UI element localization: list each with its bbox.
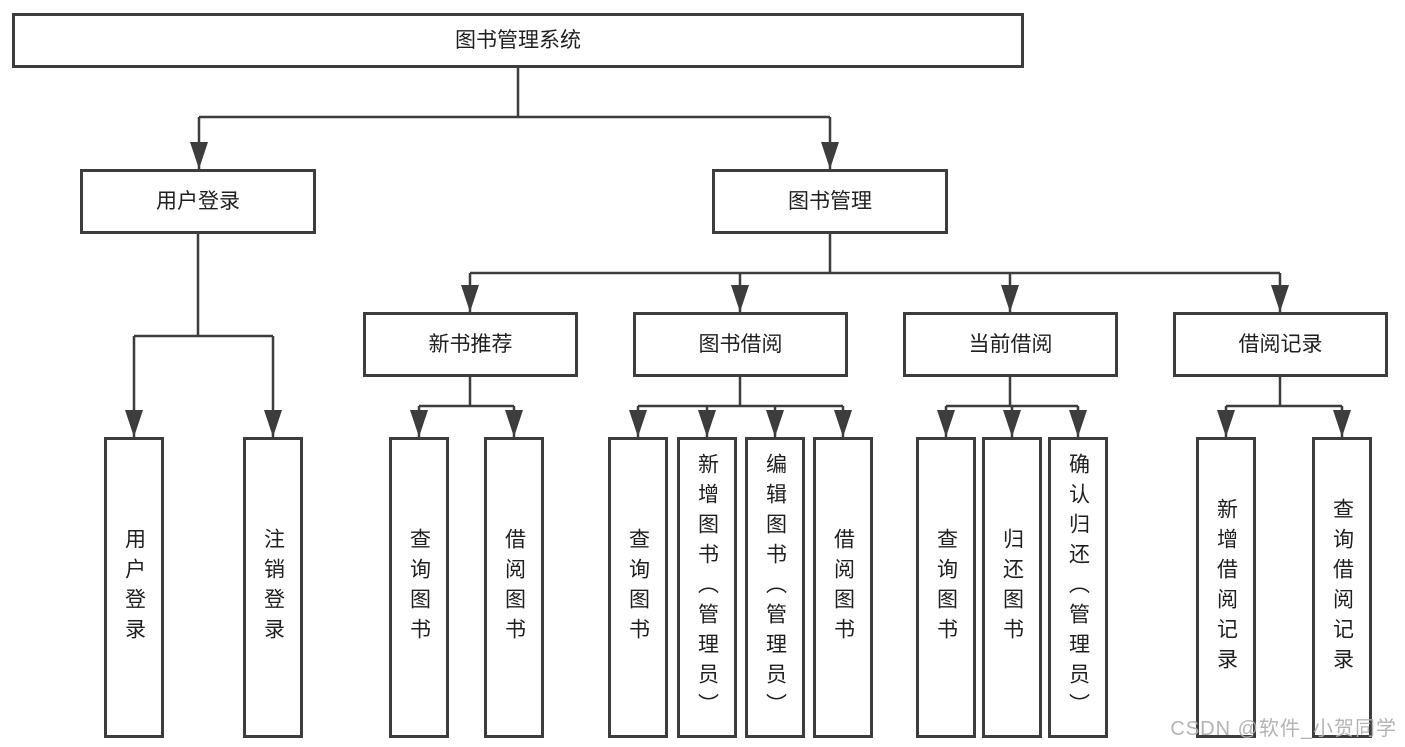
leaf-borrow-books-recommend: 借阅图书 (484, 437, 544, 738)
leaf-add-borrow-record: 新增借阅记录 (1196, 437, 1256, 738)
leaf-query-books-recommend: 查询图书 (389, 437, 449, 738)
leaf-logout: 注销登录 (243, 437, 303, 738)
leaf-query-books-borrow: 查询图书 (608, 437, 668, 738)
leaf-add-books-admin: 新增图书（管理员） (677, 437, 737, 738)
leaf-query-books-current: 查询图书 (916, 437, 976, 738)
node-new-book-recommend: 新书推荐 (363, 312, 578, 377)
csdn-watermark: CSDN @软件_小贺同学 (1170, 718, 1397, 740)
leaf-return-books: 归还图书 (982, 437, 1042, 738)
leaf-edit-books-admin: 编辑图书（管理员） (745, 437, 805, 738)
node-borrow-records: 借阅记录 (1173, 312, 1388, 377)
node-current-borrow: 当前借阅 (903, 312, 1118, 377)
leaf-user-login: 用户登录 (104, 437, 164, 738)
node-book-borrow: 图书借阅 (633, 312, 848, 377)
node-book-management: 图书管理 (712, 169, 948, 234)
node-user-login: 用户登录 (80, 169, 316, 234)
node-root-library-system: 图书管理系统 (12, 13, 1024, 68)
leaf-borrow-books: 借阅图书 (813, 437, 873, 738)
leaf-query-borrow-record: 查询借阅记录 (1312, 437, 1372, 738)
leaf-confirm-return-admin: 确认归还（管理员） (1048, 437, 1108, 738)
